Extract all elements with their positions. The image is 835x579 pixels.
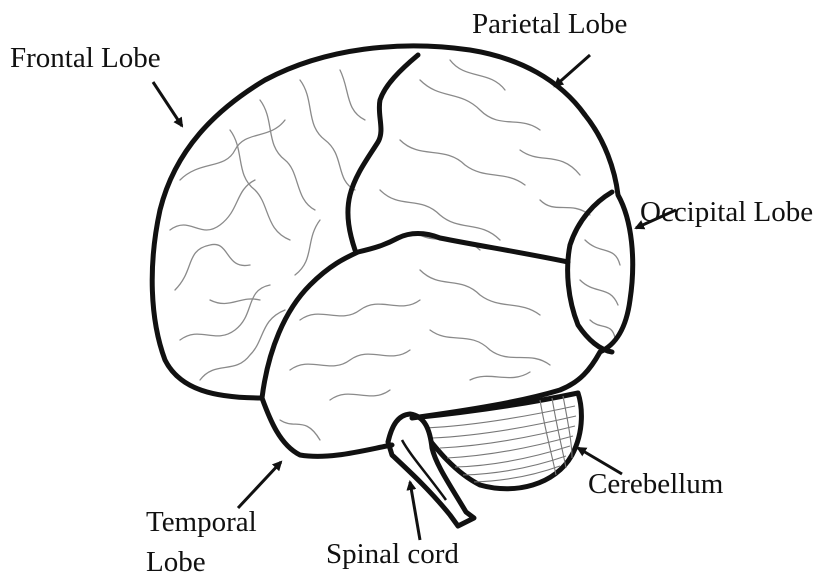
parietal-lobe-label: Parietal Lobe: [472, 10, 627, 39]
occipital-lobe-label: Occipital Lobe: [640, 198, 813, 227]
temporal-lobe-label-line2: Lobe: [146, 548, 206, 577]
occipital-boundary: [568, 192, 612, 352]
temporal-lobe-arrow: [238, 462, 281, 508]
cerebellum-label: Cerebellum: [588, 470, 723, 499]
frontal-lobe-label: Frontal Lobe: [10, 44, 161, 73]
temporal-lobe-outline: [262, 398, 392, 456]
parietal-lobe-arrow: [555, 55, 590, 86]
central-sulcus: [348, 55, 418, 250]
frontal-lobe-arrow: [153, 82, 182, 126]
temporal-lobe-label-line1: Temporal: [146, 508, 257, 537]
brain-gyri: [170, 60, 620, 440]
spinal-cord-arrow: [410, 482, 420, 540]
spinal-cord-label: Spinal cord: [326, 540, 459, 569]
cerebrum-outline: [152, 46, 632, 418]
